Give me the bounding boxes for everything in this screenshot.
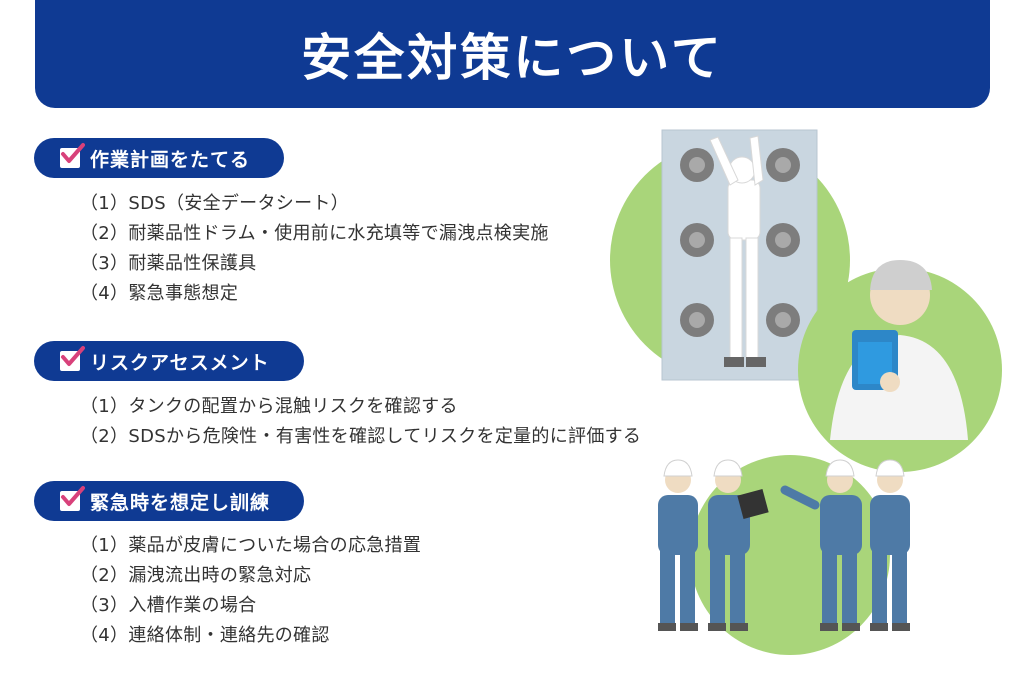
list-item: （2）耐薬品性ドラム・使用前に水充填等で漏洩点検実施 bbox=[80, 223, 549, 244]
section-heading-label: 緊急時を想定し訓練 bbox=[90, 491, 271, 514]
list-item: （3）入槽作業の場合 bbox=[80, 595, 257, 616]
list-item: （4）緊急事態想定 bbox=[80, 283, 239, 304]
section-heading-label: 作業計画をたてる bbox=[90, 148, 251, 171]
list-item: （4）連絡体制・連絡先の確認 bbox=[80, 625, 330, 646]
title-banner: 安全対策について bbox=[35, 0, 990, 108]
tank-inspection-illustration bbox=[610, 129, 850, 381]
list-item: （2）漏洩流出時の緊急対応 bbox=[80, 565, 312, 586]
section-heading-risk: リスクアセスメント bbox=[34, 341, 304, 381]
list-item: （1）タンクの配置から混触リスクを確認する bbox=[80, 396, 458, 417]
inspector-illustration bbox=[798, 260, 1002, 472]
page-title: 安全対策について bbox=[301, 29, 724, 87]
check-icon bbox=[60, 486, 85, 511]
section-heading-drill: 緊急時を想定し訓練 bbox=[34, 481, 305, 521]
list-item: （2）SDSから危険性・有害性を確認してリスクを定量的に評価する bbox=[80, 426, 642, 447]
list-item: （1）SDS（安全データシート） bbox=[80, 193, 349, 214]
section-list-plan: （1）SDS（安全データシート） （2）耐薬品性ドラム・使用前に水充填等で漏洩点… bbox=[80, 189, 549, 309]
section-heading-label: リスクアセスメント bbox=[90, 351, 270, 374]
list-item: （1）薬品が皮膚についた場合の応急措置 bbox=[80, 535, 422, 556]
team-drill-illustration bbox=[658, 455, 910, 655]
illustration-group bbox=[610, 129, 1002, 655]
check-icon bbox=[60, 346, 85, 371]
check-icon bbox=[60, 143, 85, 168]
section-list-drill: （1）薬品が皮膚についた場合の応急措置 （2）漏洩流出時の緊急対応 （3）入槽作… bbox=[80, 531, 421, 651]
section-list-risk: （1）タンクの配置から混触リスクを確認する （2）SDSから危険性・有害性を確認… bbox=[80, 392, 641, 452]
section-heading-plan: 作業計画をたてる bbox=[34, 138, 285, 178]
list-item: （3）耐薬品性保護具 bbox=[80, 253, 257, 274]
